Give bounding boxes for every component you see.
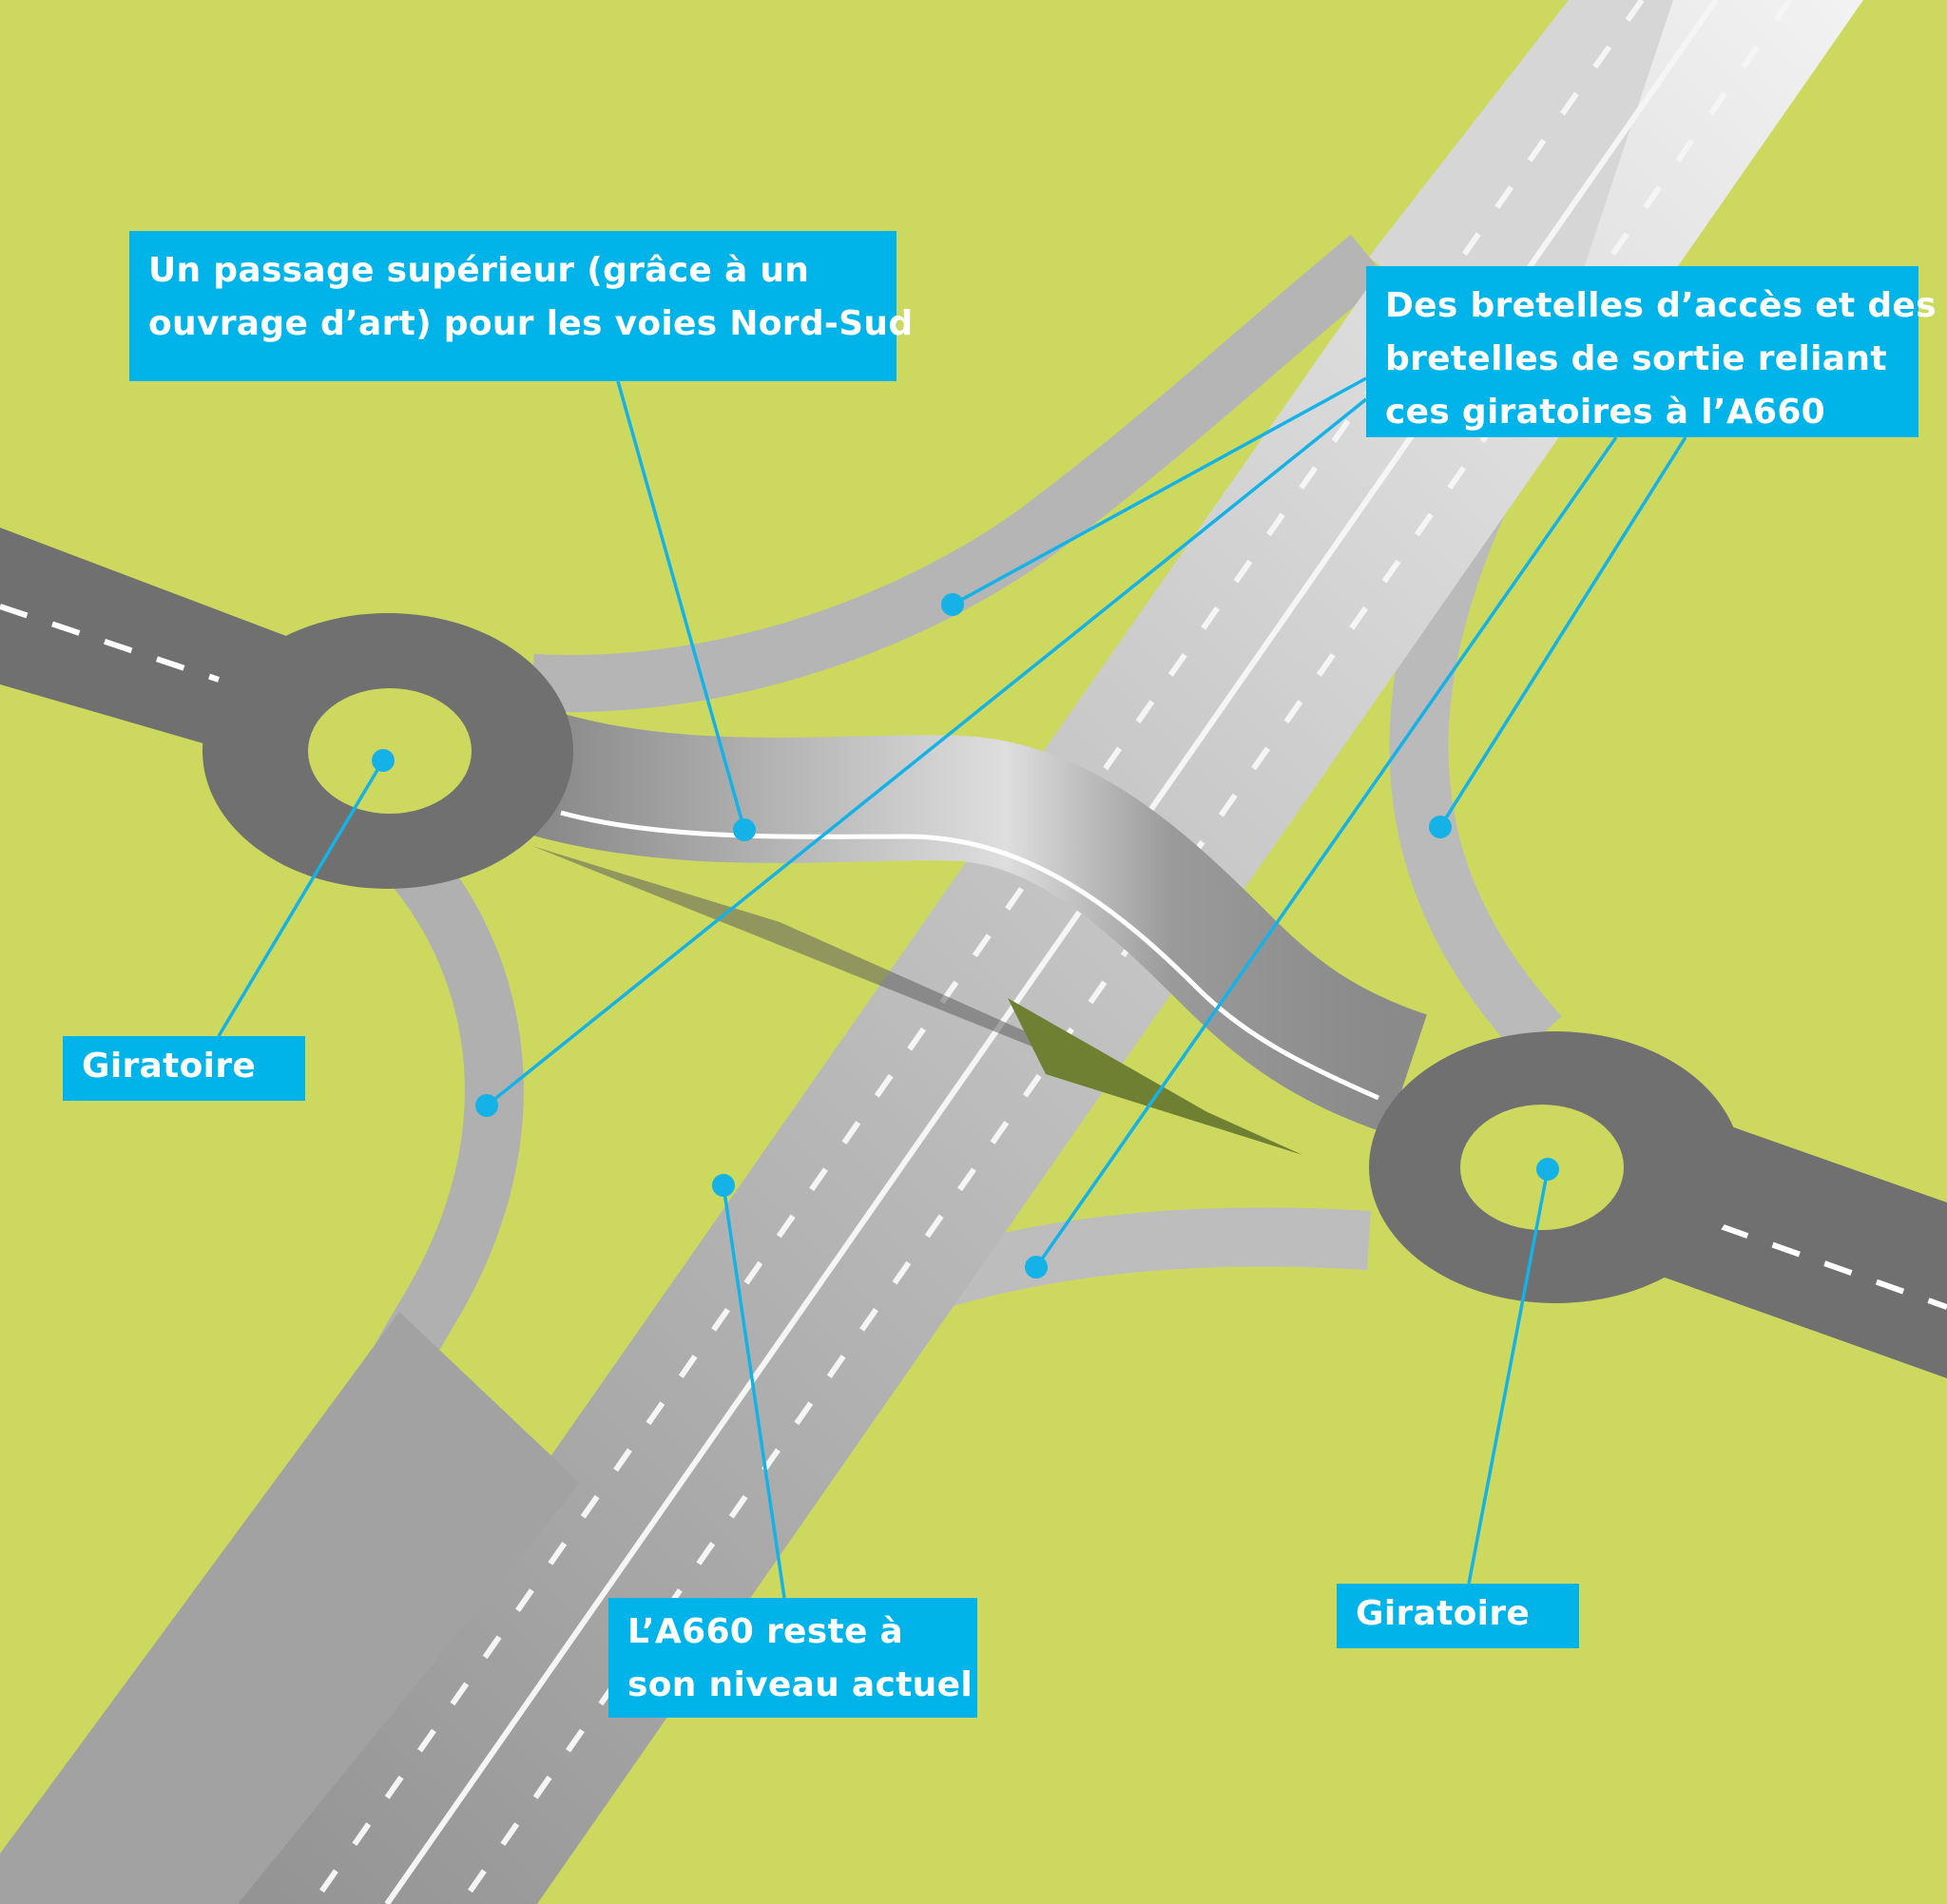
leader-roundabout-west bbox=[217, 760, 385, 1037]
leader-ramp-nw bbox=[952, 376, 1367, 606]
dot-roundabout-west bbox=[372, 749, 395, 772]
bridge-shadow-grass bbox=[1008, 998, 1302, 1155]
dot-ramp-nw bbox=[941, 593, 964, 616]
leader-a660 bbox=[722, 1184, 786, 1599]
callout-ramps-line3: ces giratoires à l’A660 bbox=[1385, 393, 1826, 432]
overpass-bridge bbox=[513, 709, 1428, 1134]
dot-ramp-sw bbox=[475, 1094, 498, 1117]
leader-ramp-se bbox=[1034, 435, 1618, 1269]
leader-dots bbox=[372, 593, 1559, 1279]
callout-ramps-line2: bretelles de sortie reliant bbox=[1385, 339, 1887, 378]
leader-roundabout-east bbox=[1467, 1168, 1550, 1585]
ramp-nw bbox=[530, 234, 1387, 712]
a660-lane-dashes-west bbox=[310, 0, 1645, 1904]
callout-overpass: Un passage supérieur (grâce à un ouvrage… bbox=[129, 231, 914, 381]
callout-overpass-line2: ouvrage d’art) pour les voies Nord-Sud bbox=[148, 304, 914, 343]
callout-ramps-line1: Des bretelles d’accès et des bbox=[1385, 286, 1937, 325]
roundabout-west-island bbox=[308, 688, 472, 814]
callout-a660-line2: son niveau actuel bbox=[627, 1665, 973, 1704]
dot-overpass bbox=[733, 818, 756, 841]
callout-a660: L’A660 reste à son niveau actuel bbox=[608, 1598, 977, 1718]
dot-roundabout-east bbox=[1536, 1158, 1559, 1181]
callout-roundabout-east-text: Giratoire bbox=[1356, 1594, 1531, 1633]
callout-ramps: Des bretelles d’accès et des bretelles d… bbox=[1366, 266, 1937, 437]
callout-overpass-line1: Un passage supérieur (grâce à un bbox=[148, 251, 810, 290]
overpass-centre-line bbox=[560, 810, 1380, 1101]
dot-a660 bbox=[712, 1174, 735, 1197]
callout-roundabout-east: Giratoire bbox=[1337, 1584, 1579, 1648]
leader-ramp-sw bbox=[485, 397, 1368, 1107]
local-road-east-dashes bbox=[1719, 1223, 1947, 1310]
dot-ramp-ne bbox=[1429, 816, 1452, 838]
leader-overpass bbox=[616, 380, 746, 831]
a660-south-flare bbox=[0, 1312, 580, 1904]
callout-roundabout-west-text: Giratoire bbox=[82, 1047, 257, 1086]
local-road-west-dashes bbox=[0, 604, 220, 683]
callout-a660-line1: L’A660 reste à bbox=[627, 1612, 904, 1651]
dot-ramp-se bbox=[1025, 1256, 1048, 1279]
a660-lane-dashes-east bbox=[458, 0, 1793, 1904]
leader-ramp-ne bbox=[1438, 436, 1687, 828]
callout-roundabout-west: Giratoire bbox=[63, 1036, 305, 1101]
overpass-deck bbox=[513, 709, 1428, 1134]
leader-lines bbox=[217, 376, 1687, 1599]
